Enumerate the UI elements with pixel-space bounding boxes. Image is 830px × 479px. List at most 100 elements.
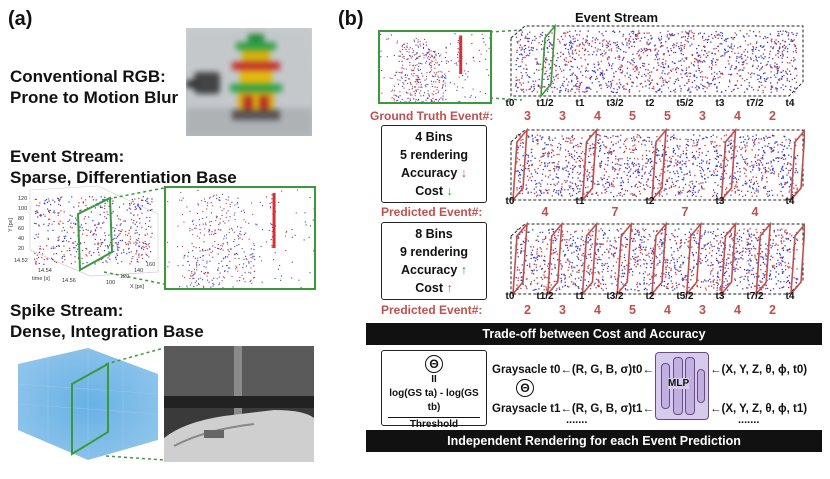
event-point	[565, 88, 567, 90]
event-point	[600, 162, 603, 164]
event-point	[52, 247, 54, 250]
event-point	[39, 214, 41, 216]
event-point	[554, 137, 556, 139]
event-point	[658, 195, 660, 197]
event-point	[716, 155, 718, 157]
event-point	[250, 279, 252, 281]
event-point	[415, 89, 417, 91]
event-point	[694, 75, 696, 77]
event-point	[269, 206, 271, 208]
event-point	[413, 98, 415, 100]
event-point	[691, 151, 693, 154]
event-point	[688, 35, 690, 38]
event-point	[400, 55, 402, 57]
event-point	[643, 263, 645, 265]
event-point	[632, 60, 634, 62]
event-point	[278, 201, 280, 203]
event-point	[82, 202, 84, 204]
event-point	[752, 145, 755, 147]
event-point	[674, 267, 676, 269]
event-point	[520, 33, 523, 35]
event-point	[209, 197, 211, 199]
event-point	[776, 88, 779, 90]
event-point	[772, 256, 774, 259]
event-point	[651, 79, 653, 81]
event-point	[683, 162, 685, 165]
event-point	[530, 254, 532, 256]
time-slice-plane	[581, 127, 598, 203]
event-point	[619, 184, 622, 187]
event-point	[558, 166, 560, 168]
event-point	[724, 193, 726, 196]
event-point	[726, 270, 728, 273]
event-point	[471, 43, 473, 45]
event-point	[569, 55, 571, 57]
event-point	[530, 85, 533, 87]
event-point	[603, 135, 606, 137]
event-point	[540, 44, 542, 46]
event-point	[648, 233, 650, 236]
event-point	[635, 76, 638, 78]
event-point	[715, 36, 717, 38]
event-point	[102, 258, 104, 260]
event-point	[661, 145, 664, 147]
event-point	[221, 209, 223, 211]
event-point	[69, 214, 71, 216]
event-point	[658, 58, 660, 60]
event-point	[723, 135, 726, 137]
event-point	[730, 147, 732, 150]
event-point	[677, 67, 680, 70]
event-point	[647, 44, 650, 46]
event-point	[100, 206, 102, 208]
event-point	[400, 76, 402, 78]
event-point	[770, 82, 772, 84]
event-point	[756, 41, 758, 43]
event-point	[794, 157, 796, 159]
event-point	[518, 180, 520, 182]
event-point	[669, 77, 671, 79]
event-point	[254, 259, 256, 261]
event-point	[102, 222, 104, 224]
event-point	[676, 248, 679, 250]
event-point	[536, 61, 538, 63]
event-point	[686, 173, 688, 175]
event-point	[632, 256, 634, 258]
event-point	[732, 37, 734, 39]
event-point	[121, 261, 123, 263]
event-point	[599, 146, 601, 148]
event-point	[577, 80, 579, 82]
event-point	[669, 164, 671, 166]
event-point	[634, 139, 637, 141]
event-point	[579, 166, 581, 168]
event-point	[689, 170, 691, 172]
event-point	[747, 51, 749, 53]
event-point	[399, 50, 401, 52]
event-point	[139, 207, 142, 209]
event-point	[403, 57, 405, 59]
event-point	[779, 254, 782, 256]
event-point	[216, 194, 218, 196]
event-point	[739, 136, 741, 139]
event-point	[415, 37, 417, 39]
event-point	[677, 176, 680, 178]
event-point	[606, 84, 608, 86]
event-point	[781, 272, 784, 274]
event-point	[598, 134, 600, 136]
event-point	[716, 90, 718, 93]
event-point	[218, 276, 220, 278]
event-point	[427, 93, 429, 95]
event-point	[659, 88, 661, 90]
event-point	[640, 252, 642, 254]
event-point	[74, 241, 76, 243]
event-point	[543, 78, 545, 80]
event-point	[741, 240, 743, 242]
event-point	[610, 48, 612, 50]
event-point	[558, 194, 560, 196]
event-point	[35, 262, 37, 264]
event-point	[773, 264, 775, 267]
event-point	[552, 228, 554, 230]
event-point	[43, 202, 46, 204]
event-point	[785, 167, 787, 169]
event-point	[403, 68, 405, 70]
event-point	[404, 80, 406, 82]
